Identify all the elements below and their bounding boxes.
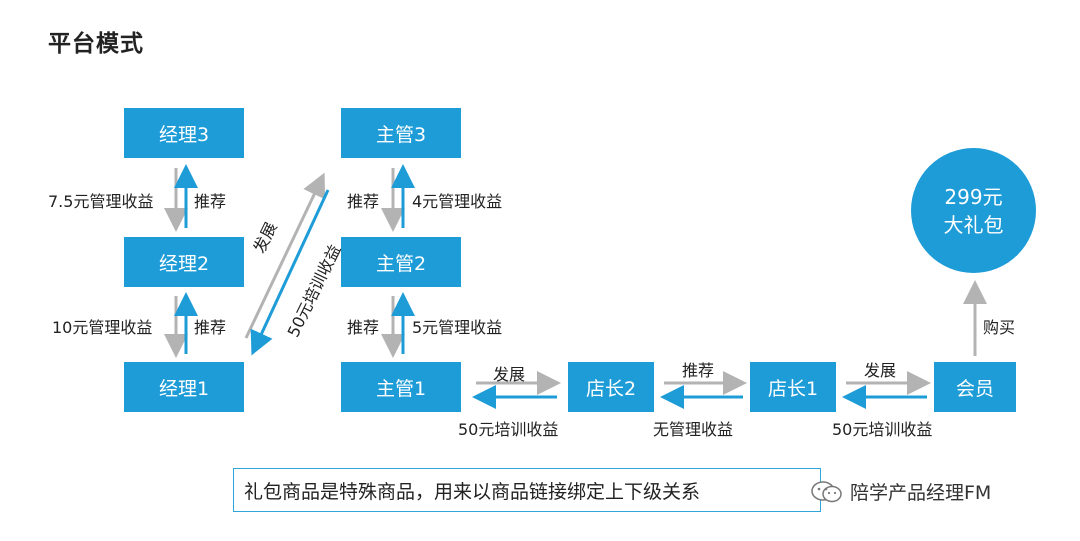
label-s3-s2-recommend: 推荐 bbox=[347, 192, 380, 211]
gift-package-circle: 299元 大礼包 bbox=[911, 148, 1036, 273]
node-supervisor-2: 主管2 bbox=[341, 237, 461, 287]
node-store-manager-2: 店长2 bbox=[568, 362, 654, 412]
gift-name: 大礼包 bbox=[943, 212, 1004, 237]
note-box: 礼包商品是特殊商品，用来以商品链接绑定上下级关系 bbox=[233, 468, 821, 512]
node-manager-1: 经理1 bbox=[124, 362, 244, 412]
arrow-s3-income-m1 bbox=[250, 189, 330, 356]
label-m2-m1-income: 10元管理收益 bbox=[52, 318, 153, 337]
label-m3-m2-income: 7.5元管理收益 bbox=[48, 192, 154, 211]
watermark: 陪学产品经理FM bbox=[810, 478, 991, 505]
label-s2-s1-recommend: 推荐 bbox=[347, 318, 380, 337]
watermark-text: 陪学产品经理FM bbox=[850, 482, 992, 504]
page-title: 平台模式 bbox=[48, 31, 144, 57]
label-s1-sm2-develop: 发展 bbox=[493, 365, 526, 384]
label-sm2-sm1-income: 无管理收益 bbox=[653, 420, 734, 439]
node-manager-3: 经理3 bbox=[124, 108, 244, 158]
label-s3-s2-income: 4元管理收益 bbox=[412, 192, 503, 211]
label-member-buy: 购买 bbox=[983, 318, 1016, 337]
arrow-m1-develop-s3 bbox=[244, 172, 326, 339]
node-store-manager-1: 店长1 bbox=[750, 362, 836, 412]
gift-price: 299元 bbox=[944, 184, 1003, 209]
label-sm1-member-income: 50元培训收益 bbox=[832, 420, 933, 439]
wechat-icon bbox=[811, 480, 842, 502]
node-supervisor-1: 主管1 bbox=[341, 362, 461, 412]
node-member: 会员 bbox=[934, 362, 1016, 412]
node-supervisor-3: 主管3 bbox=[341, 108, 461, 158]
node-manager-2: 经理2 bbox=[124, 237, 244, 287]
label-m2-m1-recommend: 推荐 bbox=[194, 318, 227, 337]
label-s1-sm2-income: 50元培训收益 bbox=[458, 420, 559, 439]
label-m3-m2-recommend: 推荐 bbox=[194, 192, 227, 211]
label-sm2-sm1-recommend: 推荐 bbox=[682, 361, 715, 380]
label-s2-s1-income: 5元管理收益 bbox=[412, 318, 503, 337]
label-sm1-member-develop: 发展 bbox=[864, 361, 897, 380]
